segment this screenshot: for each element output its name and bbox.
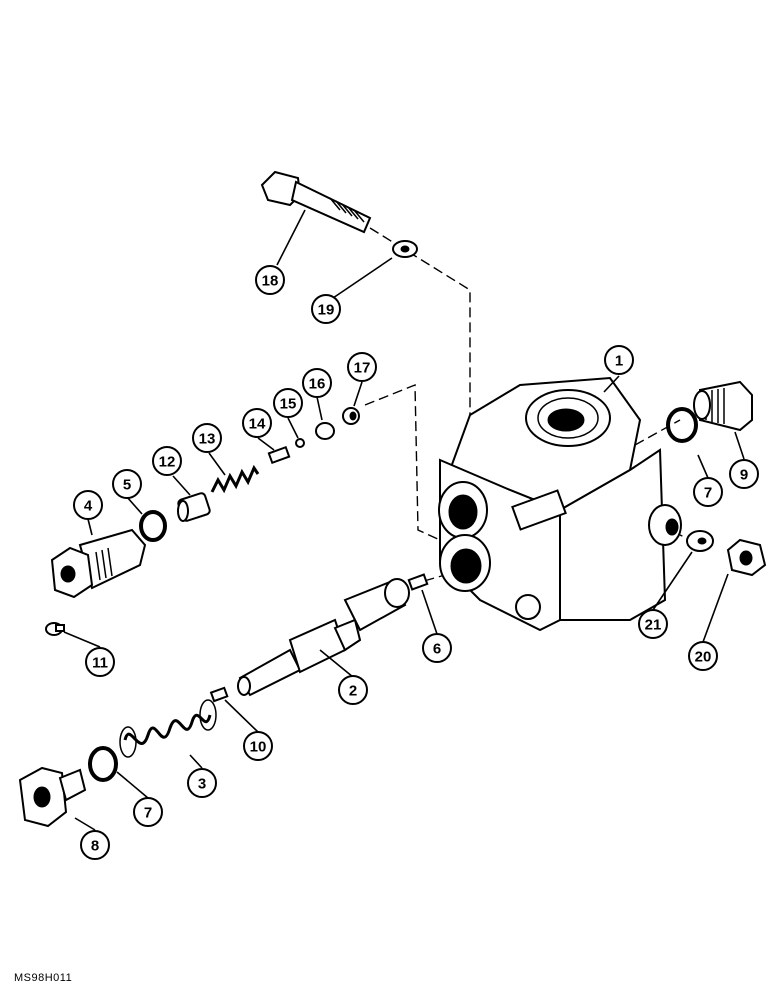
seat-part-17 xyxy=(342,407,360,425)
callout-number: 7 xyxy=(144,805,152,822)
callout-circle xyxy=(729,459,759,489)
callout-number: 5 xyxy=(123,477,131,494)
callout-c6: 6 xyxy=(422,633,452,663)
callout-c21: 21 xyxy=(638,609,668,639)
callout-circle xyxy=(693,477,723,507)
callout-number: 11 xyxy=(92,655,108,672)
callout-circle xyxy=(338,675,368,705)
callout-c13: 13 xyxy=(192,423,222,453)
ball-part-15 xyxy=(295,438,305,448)
callout-circle xyxy=(112,469,142,499)
callout-c20: 20 xyxy=(688,641,718,671)
washer-part-16 xyxy=(315,422,335,440)
callout-number: 2 xyxy=(349,683,357,700)
washer-part-21 xyxy=(686,530,714,552)
callout-c12: 12 xyxy=(152,446,182,476)
callout-number: 13 xyxy=(199,431,216,448)
callout-circle xyxy=(604,345,634,375)
callout-number: 18 xyxy=(262,273,279,290)
spring-part-13 xyxy=(210,464,260,494)
nut-part-20 xyxy=(726,538,767,577)
callout-circle xyxy=(187,768,217,798)
screw-part-11 xyxy=(45,622,65,636)
spool-part-2 xyxy=(237,578,410,697)
callout-circle xyxy=(638,609,668,639)
callout-number: 6 xyxy=(433,641,441,658)
callout-circle xyxy=(80,830,110,860)
callout-c9: 9 xyxy=(729,459,759,489)
callout-number: 4 xyxy=(84,498,93,515)
callout-c11: 11 xyxy=(85,647,115,677)
o-ring-part-7-lower xyxy=(88,746,118,782)
plug-part-10 xyxy=(209,686,229,703)
callout-c19: 19 xyxy=(311,294,341,324)
callout-circle xyxy=(133,797,163,827)
callout-circle xyxy=(192,423,222,453)
callout-number: 8 xyxy=(91,838,99,855)
callout-number: 14 xyxy=(249,416,266,433)
callout-number: 21 xyxy=(645,617,662,634)
washer-part-19 xyxy=(392,240,418,258)
callout-circle xyxy=(347,352,377,382)
callout-number: 16 xyxy=(309,376,326,393)
callout-c7b: 7 xyxy=(133,797,163,827)
plug-part-9 xyxy=(693,380,753,432)
o-ring-part-7-upper xyxy=(666,407,698,443)
callout-circle xyxy=(422,633,452,663)
drawing-code: MS98H011 xyxy=(14,972,73,984)
callout-c15: 15 xyxy=(273,388,303,418)
callout-number: 12 xyxy=(159,454,176,471)
callout-number: 19 xyxy=(318,302,335,319)
leader-lines xyxy=(63,209,745,831)
callout-number: 17 xyxy=(354,360,371,377)
callout-number: 10 xyxy=(250,739,267,756)
callout-number: 20 xyxy=(695,649,712,666)
callout-circle xyxy=(311,294,341,324)
bolt-part-18 xyxy=(260,170,372,234)
callout-c18: 18 xyxy=(255,265,285,295)
callout-c7a: 7 xyxy=(693,477,723,507)
valve-body-part-1 xyxy=(438,376,682,632)
callout-circle xyxy=(242,408,272,438)
callout-circle xyxy=(243,731,273,761)
spring-part-3 xyxy=(119,699,217,758)
end-plug-part-8 xyxy=(18,766,87,828)
callout-c3: 3 xyxy=(187,768,217,798)
sleeve-part-12 xyxy=(177,492,211,522)
callout-number: 15 xyxy=(280,396,297,413)
callout-circle xyxy=(73,490,103,520)
callout-circle xyxy=(273,388,303,418)
callout-circle xyxy=(688,641,718,671)
callout-c17: 17 xyxy=(347,352,377,382)
callout-number: 9 xyxy=(740,467,748,484)
o-ring-part-5 xyxy=(139,510,167,542)
plunger-part-14 xyxy=(267,445,291,465)
callout-c4: 4 xyxy=(73,490,103,520)
callout-circle xyxy=(152,446,182,476)
callout-c8: 8 xyxy=(80,830,110,860)
callout-number: 3 xyxy=(198,776,206,793)
callout-c1: 1 xyxy=(604,345,634,375)
callout-number: 7 xyxy=(704,485,712,502)
callout-number: 1 xyxy=(615,353,623,370)
callout-c5: 5 xyxy=(112,469,142,499)
cap-part-4 xyxy=(50,528,147,599)
callout-circle xyxy=(255,265,285,295)
plug-part-6 xyxy=(407,573,429,591)
callout-circle xyxy=(85,647,115,677)
callout-c2: 2 xyxy=(338,675,368,705)
callout-c16: 16 xyxy=(302,368,332,398)
callout-circle xyxy=(302,368,332,398)
callout-c10: 10 xyxy=(243,731,273,761)
callout-c14: 14 xyxy=(242,408,272,438)
